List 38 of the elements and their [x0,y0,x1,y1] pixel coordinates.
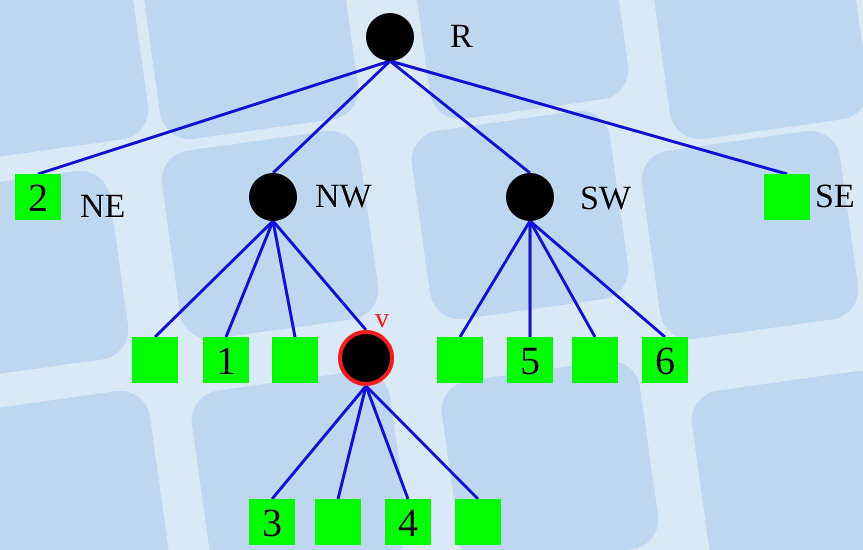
node-label: v [375,305,389,333]
tree-edge [389,60,531,174]
tree-edge [272,60,392,174]
leaf-number: 5 [520,336,540,384]
leaf-number: 2 [28,174,48,220]
tree-edge [38,60,390,176]
leaf-square [455,499,501,545]
leaf-number: 6 [655,336,675,384]
leaf-square [15,174,61,220]
tree-edge [528,221,532,337]
leaf-square [642,337,688,383]
tree-edge [154,220,274,338]
node-label: NE [80,190,126,224]
tree-edge [364,384,480,500]
leaf-square [437,337,483,383]
leaf-square [272,337,318,383]
tree-edge [272,220,368,331]
node-label: SE [815,180,855,214]
leaf-square [132,337,178,383]
tree-node-circle [338,330,394,386]
node-label: SW [580,182,631,216]
tree-node-circle [366,13,414,61]
leaf-square [203,337,249,383]
leaf-square [764,174,810,220]
leaf-number: 3 [262,498,282,546]
leaf-number: 1 [216,336,236,384]
leaf-square [249,499,295,545]
leaf-square [572,337,618,383]
node-label: R [450,20,473,54]
tree-edge [529,220,666,338]
leaf-square [315,499,361,545]
leaf-number: 4 [398,498,418,546]
node-label: NW [315,180,372,214]
leaf-square [507,337,553,383]
tree-edge [390,60,788,176]
leaf-square [385,499,431,545]
tree-edge [458,220,532,338]
tree-edge [270,385,368,500]
